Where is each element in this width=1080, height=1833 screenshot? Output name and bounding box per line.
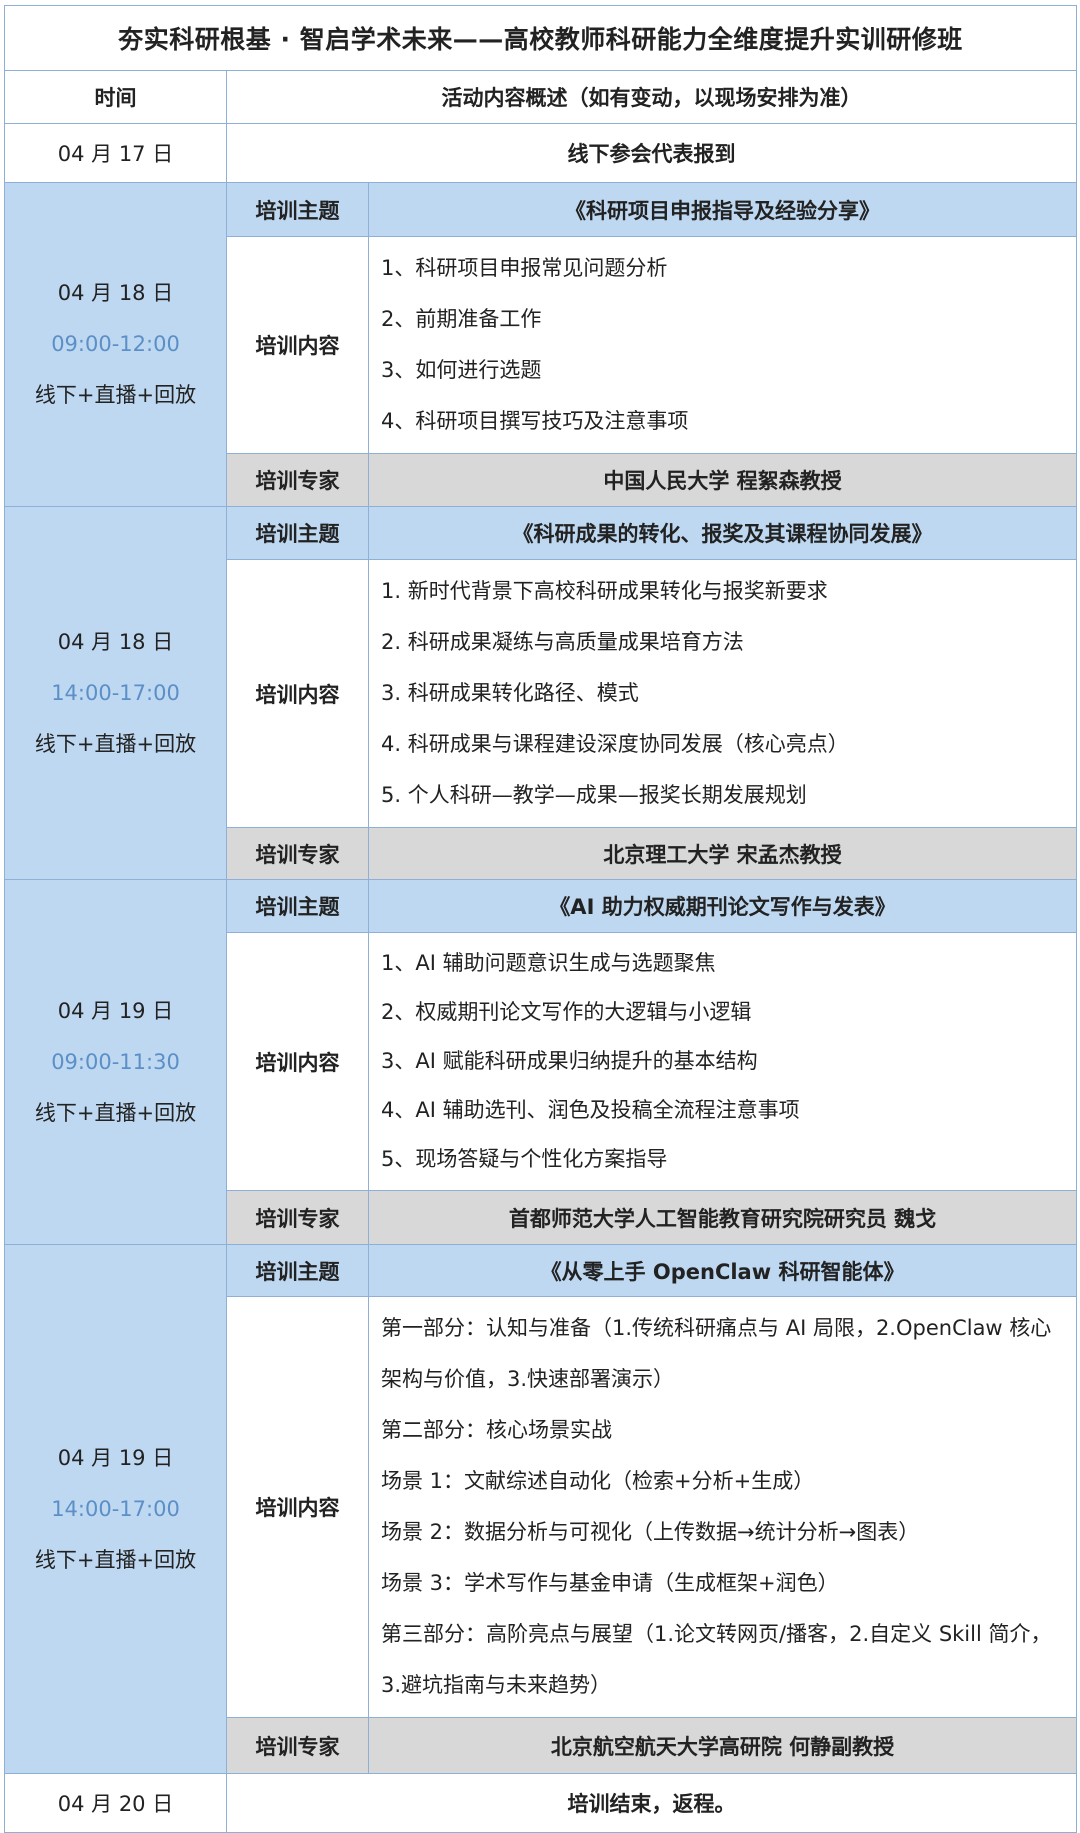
list-item: 3. 科研成果转化路径、模式 [381, 681, 639, 705]
theme-label: 培训主题 [226, 506, 369, 560]
session-4-expert: 北京航空航天大学高研院 何静副教授 [367, 1717, 1078, 1774]
session-1-date-cell: 04 月 18 日 09:00-12:00 线下+直播+回放 [4, 182, 227, 507]
content-label: 培训内容 [226, 1296, 369, 1718]
session-3-theme-row: 04 月 19 日 09:00-11:30 线下+直播+回放 培训主题 《AI … [4, 879, 1078, 1245]
list-item: 4、AI 辅助选刊、润色及投稿全流程注意事项 [381, 1098, 800, 1122]
content-label: 培训内容 [226, 559, 369, 828]
list-item: 5. 个人科研—教学—成果—报奖长期发展规划 [381, 783, 807, 807]
list-item: 1. 新时代背景下高校科研成果转化与报奖新要求 [381, 579, 828, 603]
theme-label: 培训主题 [226, 1244, 369, 1297]
list-item: 2、前期准备工作 [381, 307, 542, 331]
list-item: 场景 1：文献综述自动化（检索+分析+生成） [381, 1469, 815, 1493]
list-item: 4、科研项目撰写技巧及注意事项 [381, 409, 689, 433]
header-row: 时间 活动内容概述（如有变动，以现场安排为准） [4, 70, 1078, 124]
title-row: 夯实科研根基 · 智启学术未来——高校教师科研能力全维度提升实训研修班 [3, 5, 1078, 71]
session-4-content: 第一部分：认知与准备（1.传统科研痛点与 AI 局限，2.OpenClaw 核心… [367, 1296, 1078, 1718]
content-label: 培训内容 [226, 932, 369, 1191]
session-time: 09:00-11:30 [51, 1049, 180, 1074]
list-item: 第二部分：核心场景实战 [381, 1418, 612, 1442]
session-2-expert-row: 培训专家 北京理工大学 宋孟杰教授 [5, 827, 1078, 880]
session-2-content: 1. 新时代背景下高校科研成果转化与报奖新要求 2. 科研成果凝练与高质量成果培… [367, 559, 1078, 828]
schedule-table: 夯实科研根基 · 智启学术未来——高校教师科研能力全维度提升实训研修班 时间 活… [3, 5, 1078, 1833]
session-1-expert: 中国人民大学 程絮森教授 [367, 453, 1078, 507]
session-date: 04 月 18 日 [57, 629, 174, 654]
session-3-content-row: 培训内容 1、AI 辅助问题意识生成与选题聚焦 2、权威期刊论文写作的大逻辑与小… [5, 932, 1078, 1191]
session-4-expert-row: 培训专家 北京航空航天大学高研院 何静副教授 [5, 1717, 1078, 1774]
closing-text: 培训结束，返程。 [225, 1773, 1078, 1833]
closing-row: 04 月 20 日 培训结束，返程。 [4, 1773, 1078, 1833]
session-1-theme: 《科研项目申报指导及经验分享》 [367, 182, 1078, 237]
session-3-date-cell: 04 月 19 日 09:00-11:30 线下+直播+回放 [4, 879, 227, 1245]
list-item: 4. 科研成果与课程建设深度协同发展（核心亮点） [381, 732, 849, 756]
session-1-content: 1、科研项目申报常见问题分析 2、前期准备工作 3、如何进行选题 4、科研项目撰… [367, 236, 1078, 454]
list-item: 5、现场答疑与个性化方案指导 [381, 1147, 668, 1171]
list-item: 第一部分：认知与准备（1.传统科研痛点与 AI 局限，2.OpenClaw 核心… [381, 1316, 1052, 1391]
session-2-expert: 北京理工大学 宋孟杰教授 [367, 827, 1078, 880]
expert-label: 培训专家 [226, 453, 369, 507]
session-1-content-row: 培训内容 1、科研项目申报常见问题分析 2、前期准备工作 3、如何进行选题 4、… [5, 236, 1078, 454]
session-date: 04 月 19 日 [57, 1445, 174, 1470]
session-3-content: 1、AI 辅助问题意识生成与选题聚焦 2、权威期刊论文写作的大逻辑与小逻辑 3、… [367, 932, 1078, 1191]
list-item: 3、AI 赋能科研成果归纳提升的基本结构 [381, 1049, 758, 1073]
expert-label: 培训专家 [226, 1190, 369, 1245]
list-item: 第三部分：高阶亮点与展望（1.论文转网页/播客，2.自定义 Skill 简介，3… [381, 1622, 1052, 1697]
session-time: 09:00-12:00 [51, 332, 180, 356]
list-item: 3、如何进行选题 [381, 358, 542, 382]
session-date: 04 月 19 日 [57, 998, 174, 1023]
session-time: 14:00-17:00 [51, 1496, 180, 1521]
session-4-theme: 《从零上手 OpenClaw 科研智能体》 [367, 1244, 1078, 1297]
closing-date: 04 月 20 日 [4, 1773, 227, 1833]
session-2-theme: 《科研成果的转化、报奖及其课程协同发展》 [367, 506, 1078, 560]
header-time: 时间 [4, 70, 227, 124]
session-4-content-row: 培训内容 第一部分：认知与准备（1.传统科研痛点与 AI 局限，2.OpenCl… [5, 1296, 1078, 1718]
content-label: 培训内容 [226, 236, 369, 454]
table-title: 夯实科研根基 · 智启学术未来——高校教师科研能力全维度提升实训研修班 [3, 5, 1078, 71]
session-date: 04 月 18 日 [57, 281, 174, 305]
list-item: 2. 科研成果凝练与高质量成果培育方法 [381, 630, 744, 654]
session-4-date-cell: 04 月 19 日 14:00-17:00 线下+直播+回放 [4, 1244, 227, 1774]
expert-label: 培训专家 [226, 1717, 369, 1774]
session-mode: 线下+直播+回放 [34, 1547, 197, 1572]
session-1-theme-row: 04 月 18 日 09:00-12:00 线下+直播+回放 培训主题 《科研项… [4, 182, 1078, 507]
expert-label: 培训专家 [226, 827, 369, 880]
session-2-theme-row: 04 月 18 日 14:00-17:00 线下+直播+回放 培训主题 《科研成… [4, 506, 1078, 880]
registration-text: 线下参会代表报到 [225, 123, 1078, 183]
session-3-theme: 《AI 助力权威期刊论文写作与发表》 [367, 879, 1078, 933]
header-content: 活动内容概述（如有变动，以现场安排为准） [225, 70, 1078, 124]
session-time: 14:00-17:00 [51, 680, 180, 705]
list-item: 2、权威期刊论文写作的大逻辑与小逻辑 [381, 1000, 752, 1024]
theme-label: 培训主题 [226, 182, 369, 237]
list-item: 场景 2：数据分析与可视化（上传数据→统计分析→图表） [381, 1520, 920, 1544]
session-3-expert: 首都师范大学人工智能教育研究院研究员 魏戈 [367, 1190, 1078, 1245]
registration-row: 04 月 17 日 线下参会代表报到 [4, 123, 1078, 183]
session-2-content-row: 培训内容 1. 新时代背景下高校科研成果转化与报奖新要求 2. 科研成果凝练与高… [5, 559, 1078, 828]
list-item: 1、AI 辅助问题意识生成与选题聚焦 [381, 951, 716, 975]
session-mode: 线下+直播+回放 [34, 731, 197, 756]
schedule-page: 夯实科研根基 · 智启学术未来——高校教师科研能力全维度提升实训研修班 时间 活… [3, 5, 1078, 1833]
session-2-date-cell: 04 月 18 日 14:00-17:00 线下+直播+回放 [4, 506, 227, 880]
session-mode: 线下+直播+回放 [34, 383, 197, 407]
session-mode: 线下+直播+回放 [34, 1100, 197, 1125]
list-item: 场景 3：学术写作与基金申请（生成框架+润色） [381, 1571, 839, 1595]
theme-label: 培训主题 [226, 879, 369, 933]
session-4-theme-row: 04 月 19 日 14:00-17:00 线下+直播+回放 培训主题 《从零上… [4, 1244, 1078, 1774]
list-item: 1、科研项目申报常见问题分析 [381, 256, 668, 280]
registration-date: 04 月 17 日 [4, 123, 227, 183]
